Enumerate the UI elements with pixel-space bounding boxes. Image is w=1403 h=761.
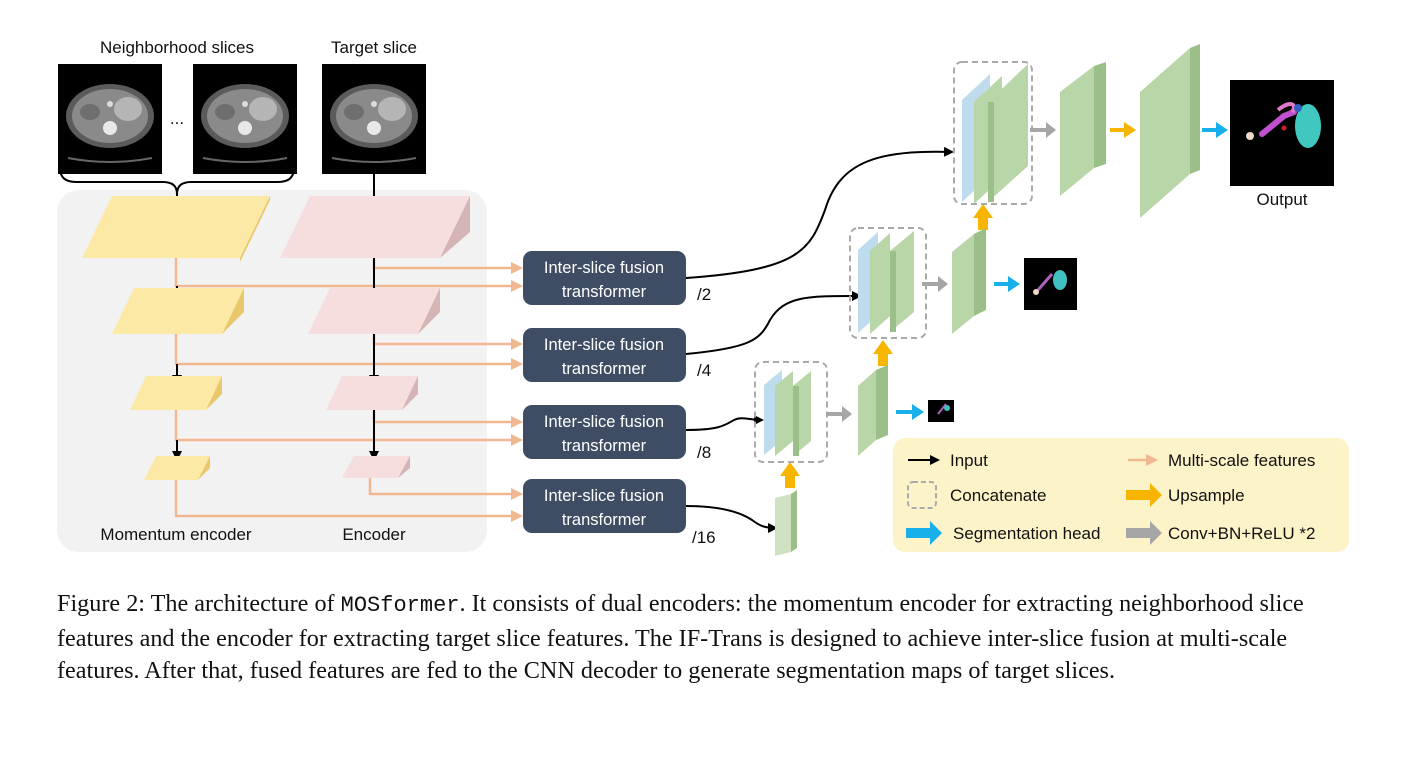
fusion-block-line2: transformer xyxy=(562,283,647,301)
upsample-arrow-right xyxy=(1110,122,1136,138)
fusion-block: Inter-slice fusion transformer /2 xyxy=(523,251,711,305)
fusion-block-line1: Inter-slice fusion xyxy=(544,259,664,277)
legend-seg-head: Segmentation head xyxy=(953,524,1100,543)
legend: Input Multi-scale features Concatenate U… xyxy=(893,438,1349,552)
encoder-features xyxy=(280,196,470,478)
seg-head-arrow xyxy=(994,276,1020,292)
conv-arrow xyxy=(1030,122,1056,138)
neighborhood-slice-image xyxy=(192,63,298,175)
target-slice-image xyxy=(321,63,427,175)
neighborhood-slices-label: Neighborhood slices xyxy=(100,38,254,57)
decoder-feature xyxy=(858,365,888,456)
fusion-block-line1: Inter-slice fusion xyxy=(544,336,664,354)
fusion-block: Inter-slice fusion transformer /4 xyxy=(523,328,711,382)
scale-label: /2 xyxy=(697,285,711,304)
decoder-feature xyxy=(952,228,986,334)
concat-box xyxy=(849,227,927,339)
encoder-label: Encoder xyxy=(342,525,406,544)
upsample-arrows xyxy=(780,204,993,488)
caption-rest: . It consists of dual encoders: the mome… xyxy=(57,590,1304,684)
fusion-output-curves xyxy=(685,146,954,533)
segmentation-output xyxy=(1230,80,1334,186)
fusion-block-line2: transformer xyxy=(562,437,647,455)
legend-input: Input xyxy=(950,451,988,470)
scale-label: /4 xyxy=(697,361,711,380)
caption-prefix: Figure 2: The architecture of xyxy=(57,590,341,617)
conv-arrow xyxy=(922,276,948,292)
decoder-feature xyxy=(1060,62,1106,196)
output-label: Output xyxy=(1256,190,1307,209)
caption-model-name: MOSformer xyxy=(340,593,460,618)
figure-caption: Figure 2: The architecture of MOSformer.… xyxy=(57,588,1353,688)
fusion-block-line2: transformer xyxy=(562,360,647,378)
legend-concatenate: Concatenate xyxy=(950,486,1046,505)
legend-seg-head-arrow xyxy=(906,521,942,545)
seg-head-arrow xyxy=(896,404,924,420)
legend-concat-icon xyxy=(907,481,937,509)
concat-features xyxy=(858,231,914,334)
legend-multi-scale: Multi-scale features xyxy=(1168,451,1315,470)
architecture-diagram: Neighborhood slices Target slice ... xyxy=(57,38,1349,556)
legend-upsample-arrow xyxy=(1126,483,1162,507)
fusion-block-line1: Inter-slice fusion xyxy=(544,413,664,431)
scale-label: /16 xyxy=(692,528,716,547)
segmentation-map-medium xyxy=(1024,258,1077,310)
concat-features xyxy=(962,64,1028,204)
scale-label: /8 xyxy=(697,443,711,462)
concat-features xyxy=(764,370,811,456)
seg-head-arrow xyxy=(1202,122,1228,138)
legend-conv: Conv+BN+ReLU *2 xyxy=(1168,524,1315,543)
concat-box xyxy=(953,61,1033,205)
fusion-block: Inter-slice fusion transformer /8 xyxy=(523,405,711,462)
legend-upsample: Upsample xyxy=(1168,486,1245,505)
legend-conv-arrow xyxy=(1126,521,1162,545)
fusion-block-line1: Inter-slice fusion xyxy=(544,487,664,505)
conv-arrow xyxy=(826,406,852,422)
fusion-block: Inter-slice fusion transformer /16 xyxy=(523,479,716,547)
target-slice-label: Target slice xyxy=(331,38,417,57)
momentum-encoder-features xyxy=(82,196,270,480)
decoder-feature xyxy=(775,490,797,556)
decoder-feature xyxy=(1140,44,1200,218)
segmentation-map-small xyxy=(928,400,954,422)
neighborhood-slice-image xyxy=(57,63,163,175)
momentum-encoder-label: Momentum encoder xyxy=(100,525,252,544)
ellipsis-label: ... xyxy=(170,109,184,128)
fusion-block-line2: transformer xyxy=(562,511,647,529)
